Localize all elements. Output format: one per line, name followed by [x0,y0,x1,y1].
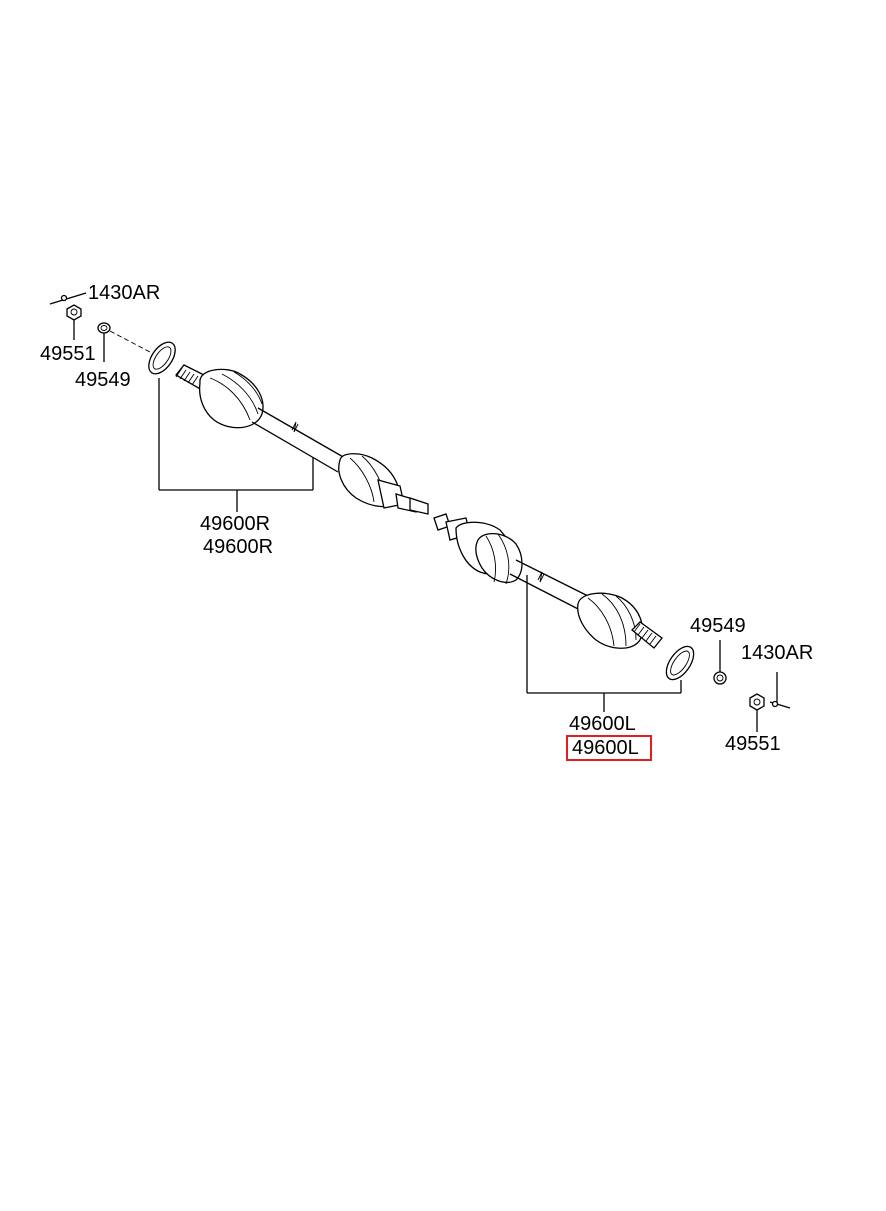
cotter-pin-right [769,672,791,709]
cotter-pin-left [49,292,87,305]
label-nut-left: 49551 [40,343,96,365]
label-cotter-pin-right: 1430AR [741,642,814,664]
washer-left [97,322,151,362]
nut-right [749,693,765,732]
label-cotter-pin-left: 1430AR [88,282,161,304]
label-shaft-right-2: 49600R [203,536,274,558]
label-shaft-left: 49600L [569,713,636,735]
label-washer-right: 49549 [690,615,746,637]
washer-right [713,640,727,685]
label-shaft-left-highlighted[interactable]: 49600L [572,737,639,759]
shaft-right-assembly [175,364,429,515]
shaft-left-assembly [433,513,663,649]
nut-left [66,304,82,340]
ring-left [148,341,176,375]
bracket-shaft-left [526,575,682,712]
ring-right [665,645,695,681]
label-washer-left: 49549 [75,369,131,391]
label-nut-right: 49551 [725,733,781,755]
label-shaft-right: 49600R [200,513,271,535]
highlight-box [566,735,652,761]
bracket-shaft-right [158,378,314,512]
